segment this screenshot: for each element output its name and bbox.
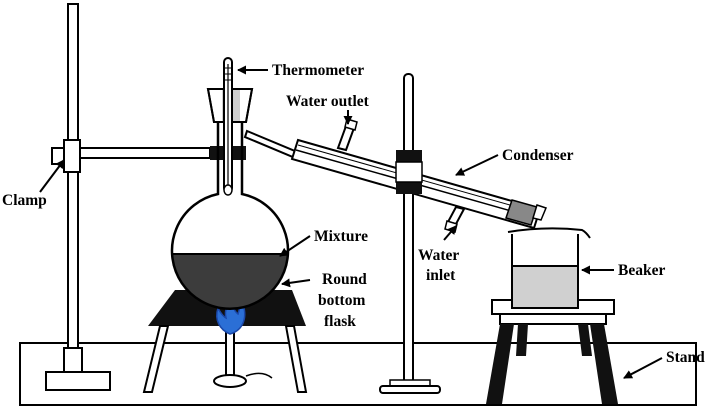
condenser-stand [379,73,441,394]
label-round-1: Round [322,271,367,288]
retort-stand [45,3,111,391]
label-round-2: bottom [318,292,365,309]
beaker [507,227,591,309]
label-stand: Stand [666,349,705,366]
label-round-3: flask [324,313,356,330]
label-water-inlet-2: inlet [426,267,456,284]
label-water-outlet: Water outlet [286,93,370,110]
label-condenser: Condenser [502,147,574,164]
label-thermometer: Thermometer [272,62,364,79]
label-mixture: Mixture [314,228,368,245]
round-bottom-flask [170,122,290,310]
label-clamp: Clamp [2,192,47,209]
pointer-arrows [39,65,663,379]
burner [213,329,273,388]
label-beaker: Beaker [618,262,665,279]
beaker-liquid [512,266,578,308]
thermometer [223,57,233,196]
label-water-inlet-1: Water [418,247,459,264]
